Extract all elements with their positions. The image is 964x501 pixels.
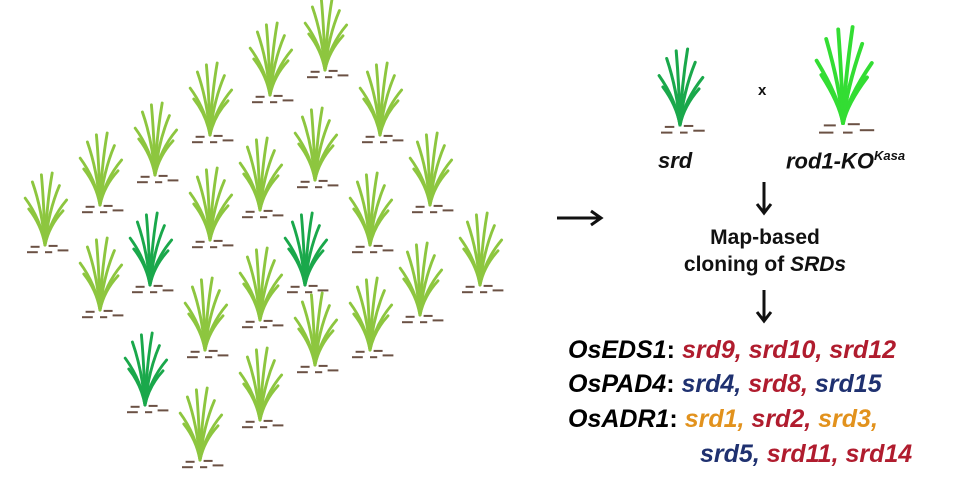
rod1-main: rod1-KO	[786, 148, 874, 174]
light-plant	[358, 61, 404, 144]
cloning-line2: cloning of SRDs	[683, 253, 847, 276]
allele-srd14: srd14	[845, 440, 913, 468]
rod1-ko-plant	[814, 25, 875, 134]
parent-srd-label: srd	[658, 148, 693, 173]
gene-row: OsADR1: srd1, srd2, srd3,	[568, 405, 878, 433]
parent-rod1-label: rod1-KOKasa	[786, 148, 905, 174]
allele-srd8: srd8	[748, 370, 801, 398]
light-plant	[188, 61, 234, 144]
gene-row: srd5, srd11, srd14	[700, 440, 913, 468]
allele-srd4: srd4	[681, 370, 735, 398]
gene-row: OsPAD4: srd4, srd8, srd15	[568, 370, 882, 398]
allele-srd10: srd10	[748, 336, 816, 364]
gene-name: OsEDS1	[568, 336, 667, 364]
allele-srd2: srd2	[751, 405, 805, 433]
gene-row: OsEDS1: srd9, srd10, srd12	[568, 336, 897, 364]
cloning-line1: Map-based	[710, 226, 820, 249]
light-plant	[183, 276, 229, 359]
gene-name: OsPAD4	[568, 370, 667, 398]
light-plant	[293, 106, 339, 189]
light-plant	[248, 21, 294, 104]
dark-plant	[128, 211, 174, 294]
allele-srd1: srd1	[684, 405, 738, 433]
light-plant	[78, 131, 124, 214]
light-plant	[238, 136, 284, 219]
allele-srd12: srd12	[829, 336, 897, 364]
right-arrow-icon	[557, 209, 604, 227]
light-plant	[408, 131, 454, 214]
allele-srd11: srd11	[766, 440, 832, 468]
light-plant	[133, 101, 179, 184]
down-arrow-icon	[755, 182, 773, 216]
light-plant	[303, 0, 349, 79]
light-plant	[293, 291, 339, 374]
rod1-superscript: Kasa	[874, 148, 906, 163]
allele-srd3: srd3	[818, 405, 871, 433]
allele-srd5: srd5	[700, 440, 753, 468]
down-arrow-icon	[755, 290, 773, 324]
light-plant	[398, 241, 444, 324]
allele-srd9: srd9	[681, 336, 735, 364]
dark-plant	[283, 211, 329, 294]
light-plant	[348, 276, 394, 359]
allele-srd15: srd15	[814, 370, 882, 398]
light-plant	[188, 166, 234, 249]
srd-plant	[657, 47, 705, 134]
cross-symbol: x	[758, 82, 767, 99]
cloning-step-label: Map-based cloning of SRDs	[680, 224, 850, 278]
light-plant	[238, 246, 284, 329]
light-plant	[348, 171, 394, 254]
light-plant	[78, 236, 124, 319]
dark-plant	[123, 331, 169, 414]
light-plant	[238, 346, 284, 429]
gene-name: OsADR1	[568, 405, 670, 433]
light-plant	[178, 386, 224, 469]
light-plant	[458, 211, 504, 294]
light-plant	[23, 171, 69, 254]
